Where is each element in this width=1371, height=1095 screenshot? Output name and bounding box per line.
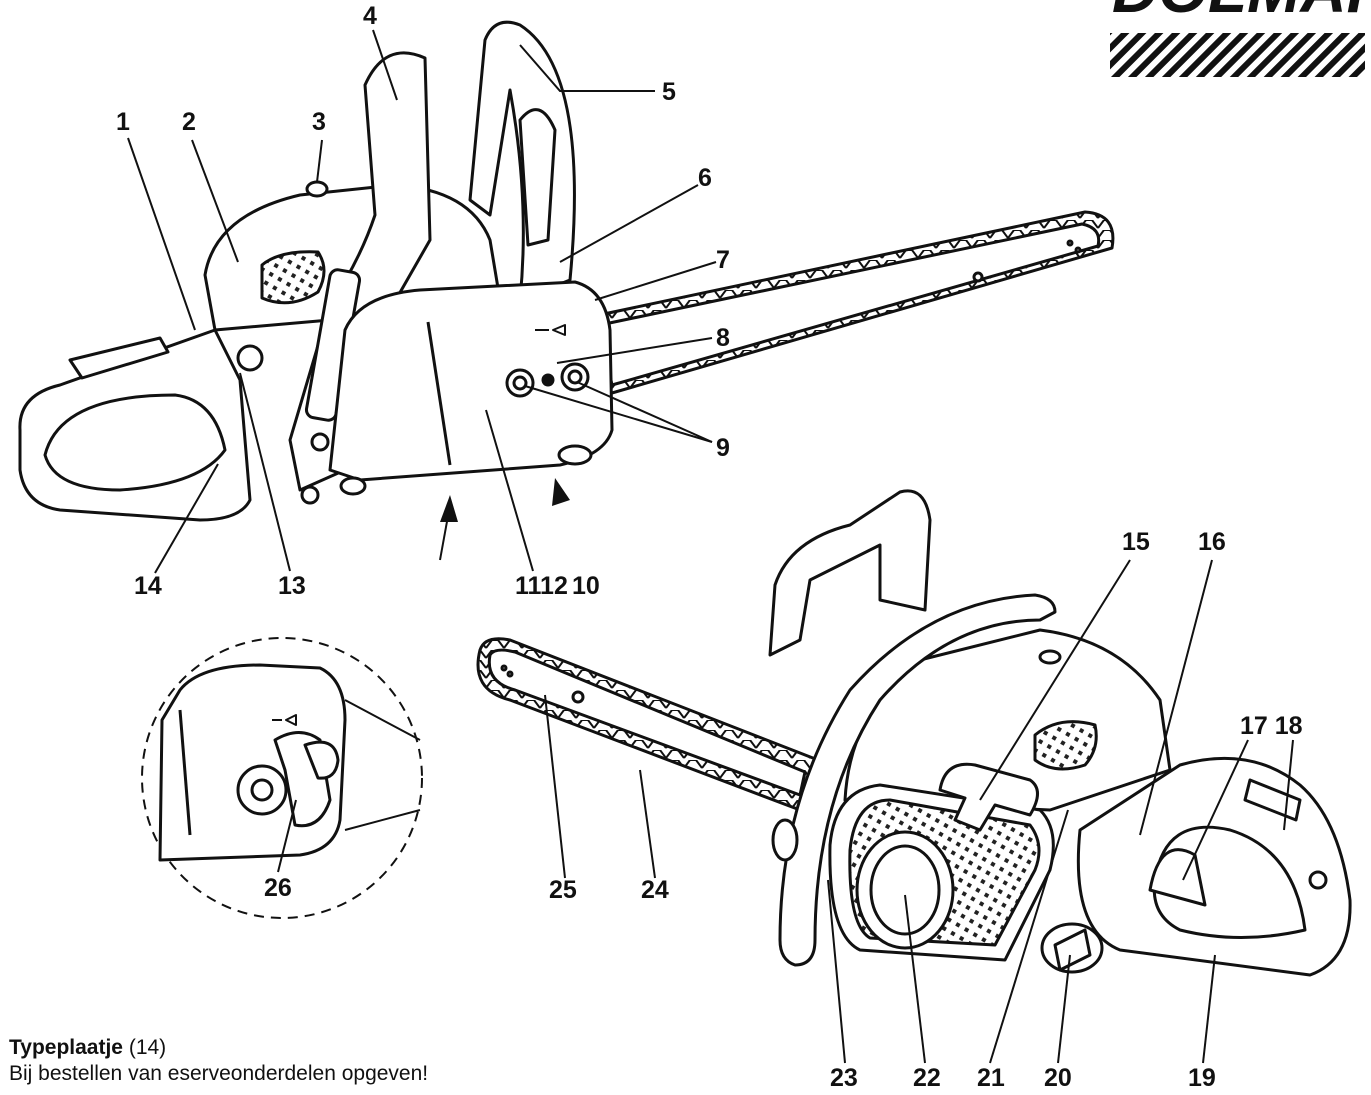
label-26: 26: [264, 874, 292, 902]
brand-text: DOLMAR: [1112, 0, 1371, 26]
label-4: 4: [363, 2, 377, 30]
label-16: 16: [1198, 528, 1226, 556]
caption-note: Bij bestellen van eserveonderdelen opgev…: [9, 1062, 429, 1085]
caption-title: Typeplaatje: [9, 1036, 123, 1059]
detail-circle: [141, 637, 423, 919]
label-2: 2: [182, 108, 196, 136]
label-21: 21: [977, 1064, 1005, 1092]
label-9: 9: [716, 434, 730, 462]
label-19: 19: [1188, 1064, 1216, 1092]
chainsaw-view-top: [18, 20, 1115, 522]
hand-guard-bottom: [768, 489, 932, 657]
brand-stripes: [1110, 33, 1365, 77]
label-17-18: 17 18: [1240, 712, 1303, 740]
leader-lines-top: [127, 29, 717, 574]
type-plate-caption: Typeplaatje (14) Bij bestellen van eserv…: [9, 1035, 428, 1087]
label-13: 13: [278, 572, 306, 600]
caption-title-line: Typeplaatje (14): [9, 1035, 428, 1061]
label-15: 15: [1122, 528, 1150, 556]
label-20: 20: [1044, 1064, 1072, 1092]
arrows-top: [440, 478, 570, 522]
leader-lines-bottom: [544, 559, 1294, 1064]
caption-title-ref: (14): [128, 1036, 167, 1059]
label-3: 3: [312, 108, 326, 136]
starter-handle: [938, 762, 1039, 832]
label-25: 25: [549, 876, 577, 904]
brand-logo: DOLMAR: [1110, 0, 1371, 77]
label-11-12: 1112: [515, 572, 568, 600]
label-10: 10: [572, 572, 600, 600]
label-8: 8: [716, 324, 730, 352]
label-23: 23: [830, 1064, 858, 1092]
label-5: 5: [662, 78, 676, 106]
label-22: 22: [913, 1064, 941, 1092]
front-handle-bottom: [778, 593, 1057, 967]
label-14: 14: [134, 572, 162, 600]
label-1: 1: [116, 108, 130, 136]
label-24: 24: [641, 876, 669, 904]
label-7: 7: [716, 246, 730, 274]
label-6: 6: [698, 164, 712, 192]
part-number-labels: 1 2 3 4 5 6 7 8 9 10 1112 13 14 15 16 17…: [116, 2, 1303, 1092]
chainsaw-view-bottom: [476, 489, 1352, 977]
